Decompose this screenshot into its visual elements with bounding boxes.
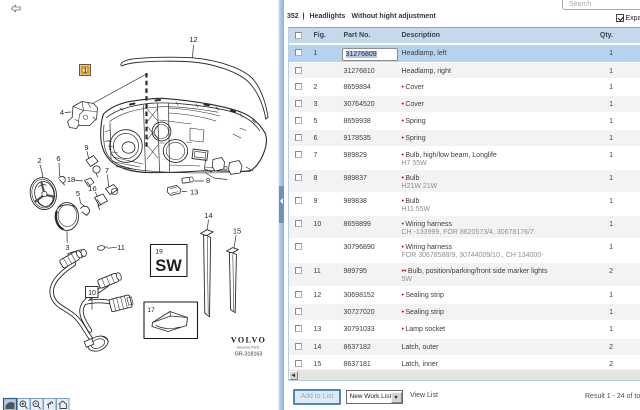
svg-text:6: 6: [56, 154, 60, 163]
svg-text:VOLVO: VOLVO: [231, 336, 266, 345]
svg-text:18: 18: [67, 175, 75, 184]
svg-text:17: 17: [148, 307, 156, 314]
svg-text:Genuine Parts: Genuine Parts: [237, 346, 260, 350]
svg-text:19: 19: [156, 249, 164, 256]
svg-text:15: 15: [233, 227, 241, 236]
svg-text:16: 16: [88, 184, 96, 193]
svg-text:4: 4: [60, 108, 64, 117]
svg-text:5: 5: [76, 189, 80, 198]
svg-text:GR-318163: GR-318163: [235, 352, 263, 358]
svg-text:7: 7: [105, 166, 109, 175]
svg-text:8: 8: [206, 176, 210, 185]
svg-text:14: 14: [204, 211, 212, 220]
svg-text:13: 13: [190, 188, 198, 197]
svg-text:SW: SW: [155, 257, 182, 275]
svg-text:12: 12: [189, 35, 197, 44]
svg-text:2: 2: [37, 156, 41, 165]
svg-text:10: 10: [88, 290, 96, 297]
svg-text:9: 9: [84, 143, 88, 152]
svg-text:1: 1: [83, 68, 87, 75]
svg-text:11: 11: [117, 243, 125, 252]
svg-text:3: 3: [65, 243, 69, 252]
